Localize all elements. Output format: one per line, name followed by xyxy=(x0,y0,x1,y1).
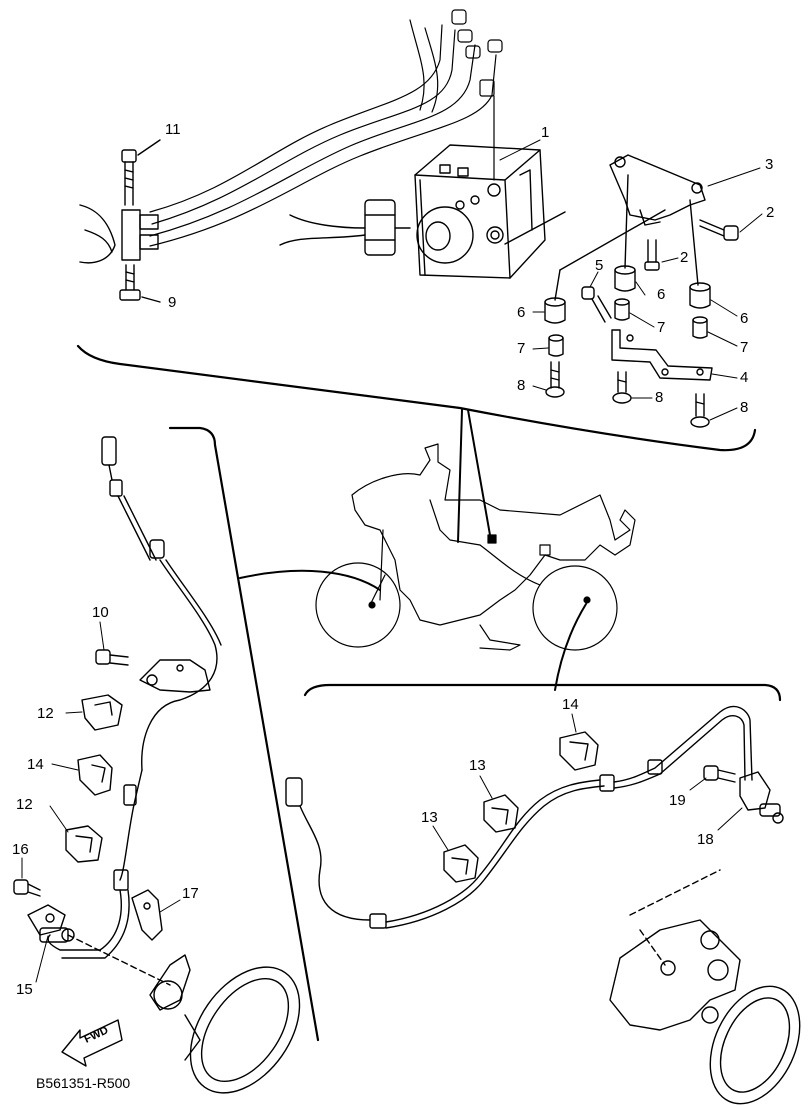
callout-12-bottom: 12 xyxy=(16,796,33,813)
callout-16: 16 xyxy=(12,841,29,858)
leader-lines-right xyxy=(432,713,743,851)
callout-14-right: 14 xyxy=(562,696,579,713)
callout-6-left: 6 xyxy=(517,304,526,321)
bolt-9 xyxy=(119,264,141,301)
bolt-11 xyxy=(121,149,137,206)
collar-7-b xyxy=(548,334,564,357)
bolt-8-c xyxy=(690,393,710,428)
leader-lines-top xyxy=(499,139,763,421)
callout-7-left: 7 xyxy=(517,340,526,357)
bolt-8-b xyxy=(612,371,632,404)
joint-block-left xyxy=(79,139,161,303)
top-section-frame xyxy=(76,344,757,452)
rear-sensor-harness xyxy=(285,705,753,929)
leader-lines-left xyxy=(21,621,181,983)
callout-8-left: 8 xyxy=(517,377,526,394)
clamp-14-b xyxy=(559,731,599,771)
clamp-13-a xyxy=(483,794,519,833)
sensor-bracket xyxy=(139,659,211,693)
grommet-6-b xyxy=(544,297,566,324)
bolt-8-a xyxy=(545,361,565,398)
bolt-19 xyxy=(703,765,736,783)
collar-7-a xyxy=(614,298,630,321)
abs-harness-connector xyxy=(279,199,411,256)
grommet-6-c xyxy=(689,282,711,309)
bracket-17 xyxy=(131,889,163,941)
fwd-arrow xyxy=(61,1019,123,1067)
callout-8-right: 8 xyxy=(740,399,749,416)
callout-2-right: 2 xyxy=(766,204,775,221)
bolt-2-right xyxy=(699,219,739,241)
abs-hydraulic-unit xyxy=(414,144,566,279)
callout-12-top: 12 xyxy=(37,705,54,722)
clamp-13-b xyxy=(443,844,479,883)
bracket-3 xyxy=(554,154,706,301)
rear-caliper-and-rotor xyxy=(609,869,801,1105)
bolt-16 xyxy=(13,879,41,897)
front-brake-rotor xyxy=(67,934,301,1094)
callout-11: 11 xyxy=(165,121,181,138)
callout-10: 10 xyxy=(92,604,109,621)
clamp-14-a xyxy=(77,754,113,796)
bracket-4 xyxy=(611,329,713,381)
callout-17: 17 xyxy=(182,885,199,902)
callout-19: 19 xyxy=(669,792,686,809)
callout-6-middle: 6 xyxy=(657,286,666,303)
callout-2-middle: 2 xyxy=(680,249,689,266)
callout-14-left: 14 xyxy=(27,756,44,773)
brake-pipes xyxy=(149,9,503,247)
callout-5: 5 xyxy=(595,257,604,274)
front-wheel-sensor xyxy=(27,904,75,943)
collar-7-c xyxy=(692,316,708,339)
bolt-10 xyxy=(95,649,129,666)
callout-15: 15 xyxy=(16,981,33,998)
callout-6-right: 6 xyxy=(740,310,749,327)
rear-wheel-sensor xyxy=(739,771,784,824)
left-section-frame xyxy=(168,426,320,1042)
bolt-5 xyxy=(581,286,612,323)
diagram-code: B561351-R500 xyxy=(36,1075,131,1091)
callout-1: 1 xyxy=(541,124,550,141)
clamp-12-a xyxy=(81,694,123,731)
callout-9: 9 xyxy=(168,294,177,311)
callout-13-top: 13 xyxy=(469,757,486,774)
callout-4: 4 xyxy=(740,369,749,386)
right-section-frame xyxy=(303,683,782,702)
grommet-6-a xyxy=(614,265,636,292)
callout-3: 3 xyxy=(765,156,774,173)
bolt-2-middle xyxy=(644,239,660,271)
callout-13-bottom: 13 xyxy=(421,809,438,826)
callout-7-middle: 7 xyxy=(657,319,666,336)
motorcycle-silhouette xyxy=(315,443,636,651)
connector-lines-center xyxy=(239,409,587,691)
callout-8-middle: 8 xyxy=(655,389,664,406)
callout-18: 18 xyxy=(697,831,714,848)
front-sensor-harness xyxy=(47,436,222,959)
callout-7-right: 7 xyxy=(740,339,749,356)
clamp-12-b xyxy=(65,825,103,863)
